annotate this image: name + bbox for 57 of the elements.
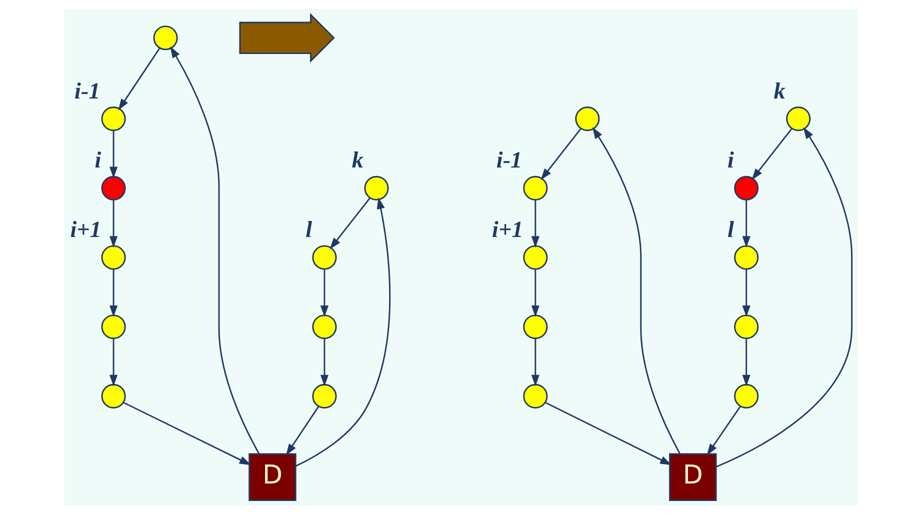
arrow bbox=[108, 268, 118, 317]
arrow bbox=[108, 199, 118, 248]
node-circle bbox=[522, 314, 548, 339]
node-circle bbox=[100, 106, 126, 131]
arrow bbox=[742, 268, 750, 317]
node-circle bbox=[100, 383, 126, 408]
node-box: D bbox=[248, 452, 296, 500]
arrow bbox=[320, 268, 328, 317]
node-label: i+1 bbox=[70, 215, 101, 242]
node-label: l bbox=[727, 215, 734, 242]
arrow bbox=[742, 199, 750, 248]
node-label: k bbox=[351, 146, 363, 172]
arrow bbox=[286, 406, 319, 455]
arrow bbox=[592, 126, 680, 454]
node-circle bbox=[734, 383, 758, 408]
node-label: k bbox=[773, 76, 785, 103]
node-box: D bbox=[668, 452, 716, 500]
node-label: i bbox=[94, 146, 101, 172]
node-circle bbox=[734, 314, 758, 339]
arrow bbox=[122, 401, 251, 465]
node-circle bbox=[100, 244, 126, 270]
node-circle bbox=[522, 383, 548, 408]
node-circle bbox=[522, 244, 548, 270]
node-circle bbox=[364, 175, 388, 200]
arrow bbox=[530, 338, 539, 386]
node-circle bbox=[312, 383, 336, 408]
node-circle bbox=[100, 314, 126, 339]
node-label: i+1 bbox=[492, 215, 523, 242]
arrow bbox=[716, 126, 852, 467]
node-circle bbox=[312, 314, 336, 339]
arrow bbox=[108, 338, 118, 386]
node-label: i bbox=[727, 146, 734, 172]
arrow bbox=[294, 196, 390, 466]
node-circle bbox=[734, 175, 758, 200]
arrow bbox=[118, 47, 160, 110]
node-label: i-1 bbox=[74, 76, 100, 103]
node-arrow bbox=[238, 12, 334, 62]
arrow bbox=[530, 268, 539, 317]
arrow bbox=[329, 197, 370, 249]
node-label: i-1 bbox=[496, 146, 522, 172]
node-label: l bbox=[305, 215, 312, 242]
node-circle bbox=[734, 244, 758, 270]
arrow bbox=[540, 128, 581, 180]
arrow bbox=[170, 46, 260, 454]
arrow bbox=[530, 199, 539, 248]
arrow bbox=[108, 130, 118, 178]
node-circle bbox=[152, 25, 178, 50]
node-circle bbox=[100, 175, 126, 200]
node-circle bbox=[574, 106, 600, 131]
arrow bbox=[706, 406, 740, 455]
node-circle bbox=[312, 244, 336, 270]
arrow bbox=[320, 338, 328, 386]
node-circle bbox=[522, 175, 548, 200]
node-circle bbox=[786, 106, 810, 131]
arrow bbox=[751, 128, 792, 180]
arrow bbox=[742, 338, 750, 386]
arrow bbox=[544, 401, 672, 465]
